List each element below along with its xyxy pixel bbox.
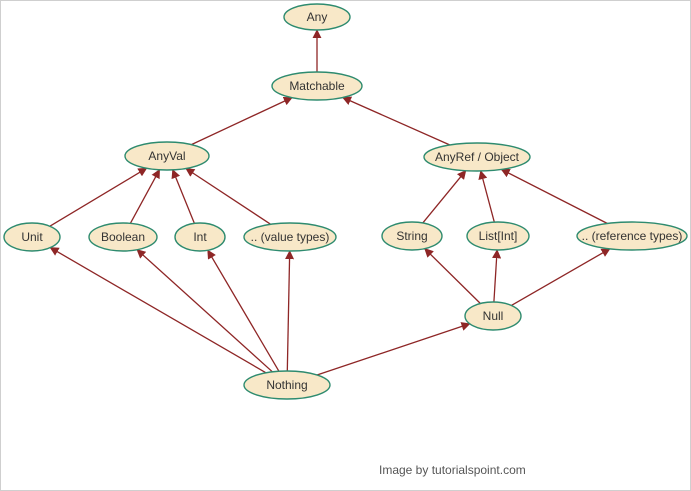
node-label-any: Any (307, 10, 328, 24)
image-credit-caption: Image by tutorialspoint.com (379, 463, 526, 477)
node-label-reftypes: .. (reference types) (582, 229, 683, 243)
node-label-listint: List[Int] (479, 229, 518, 243)
node-valuetypes: .. (value types) (243, 222, 337, 252)
node-matchable: Matchable (271, 71, 363, 101)
node-ellipse-listint (466, 221, 530, 251)
node-label-nothing: Nothing (266, 378, 307, 392)
node-label-unit: Unit (21, 230, 43, 244)
node-ellipse-int (174, 222, 226, 252)
edge-nothing-to-null (316, 322, 471, 376)
node-ellipse-string (381, 221, 443, 251)
node-label-anyref: AnyRef / Object (435, 150, 520, 164)
node-listint: List[Int] (466, 221, 530, 251)
node-label-boolean: Boolean (101, 230, 145, 244)
node-unit: Unit (3, 222, 61, 252)
node-label-matchable: Matchable (289, 79, 345, 93)
node-ellipse-nothing (243, 370, 331, 400)
edge-anyref-to-matchable (341, 96, 451, 146)
edge-nothing-to-unit (49, 247, 267, 374)
edge-null-to-string (424, 248, 481, 304)
edge-nothing-to-valuetypes (284, 250, 295, 372)
node-label-string: String (396, 229, 427, 243)
edge-unit-to-anyval (49, 167, 148, 227)
node-reftypes: .. (reference types) (576, 221, 688, 251)
edge-string-to-anyref (422, 169, 467, 224)
node-label-valuetypes: .. (value types) (251, 230, 330, 244)
node-boolean: Boolean (88, 222, 158, 252)
node-ellipse-unit (3, 222, 61, 252)
edge-null-to-reftypes (511, 248, 611, 306)
node-anyref: AnyRef / Object (423, 142, 531, 172)
node-ellipse-reftypes (576, 221, 688, 251)
node-label-int: Int (193, 230, 207, 244)
edge-null-to-listint (492, 249, 502, 303)
edge-listint-to-anyref (478, 170, 495, 223)
edge-nothing-to-boolean (136, 249, 273, 373)
node-anyval: AnyVal (124, 141, 210, 171)
edge-int-to-anyval (171, 169, 196, 224)
edge-reftypes-to-anyref (500, 168, 608, 225)
edge-nothing-to-int (207, 249, 280, 372)
node-label-anyval: AnyVal (148, 149, 185, 163)
node-ellipse-any (283, 3, 351, 31)
node-ellipse-boolean (88, 222, 158, 252)
node-any: Any (283, 3, 351, 31)
edge-anyval-to-matchable (191, 96, 293, 146)
node-nothing: Nothing (243, 370, 331, 400)
node-null: Null (464, 301, 522, 331)
node-ellipse-anyref (423, 142, 531, 172)
node-ellipse-valuetypes (243, 222, 337, 252)
node-label-null: Null (483, 309, 504, 323)
node-ellipse-anyval (124, 141, 210, 171)
edge-boolean-to-anyval (129, 169, 161, 224)
node-ellipse-null (464, 301, 522, 331)
edge-valuetypes-to-anyval (185, 167, 272, 225)
node-int: Int (174, 222, 226, 252)
node-string: String (381, 221, 443, 251)
node-ellipse-matchable (271, 71, 363, 101)
